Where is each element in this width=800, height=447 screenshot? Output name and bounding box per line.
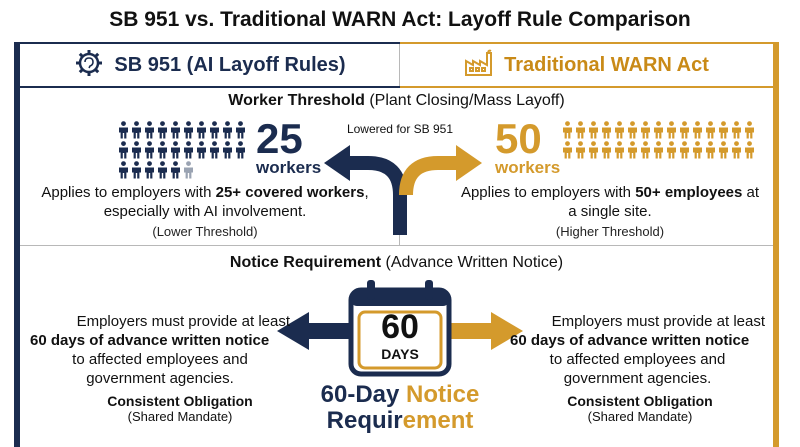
left-threshold-unit: workers: [256, 158, 322, 177]
top-divider-gold: [400, 42, 773, 44]
person-icon: [119, 141, 128, 159]
person-icon: [680, 121, 689, 139]
person-icon: [119, 161, 128, 179]
section-divider: [20, 245, 773, 246]
person-icon: [171, 161, 180, 179]
person-icon: [680, 141, 689, 159]
right-threshold-note: (Higher Threshold): [555, 224, 665, 239]
warn-header-label: Traditional WARN Act: [504, 53, 709, 76]
split-arrow: [324, 145, 482, 235]
person-icon: [171, 141, 180, 159]
person-icon: [210, 141, 219, 159]
person-icon: [171, 121, 180, 139]
top-divider: [20, 42, 773, 44]
right-notice-desc: Employers must provide at least 60 days …: [510, 313, 765, 387]
person-icon: [732, 141, 741, 159]
person-icon: [576, 121, 585, 139]
person-icon: [158, 161, 167, 179]
threshold-title-bold: Worker Threshold: [228, 92, 365, 109]
person-icon: [132, 161, 141, 179]
notice-title: Notice Requirement (Advance Written Noti…: [20, 254, 773, 272]
person-icon: [145, 121, 154, 139]
left-threshold-number: 25: [256, 115, 303, 162]
notice-label: 60-Day Notice Requirement: [320, 381, 480, 434]
right-notice-footer: Consistent Obligation (Shared Mandate): [567, 393, 713, 424]
person-icon: [119, 121, 128, 139]
person-icon: [706, 141, 715, 159]
person-icon: [602, 121, 611, 139]
header-divider-gold: [400, 86, 773, 88]
person-icon: [745, 121, 754, 139]
person-icon: [667, 141, 676, 159]
person-icon: [236, 141, 245, 159]
person-icon: [158, 121, 167, 139]
calendar-unit: DAYS: [381, 346, 419, 362]
people-right-group: [562, 121, 762, 159]
person-icon: [223, 121, 232, 139]
warn-header: Traditional WARN Act: [400, 44, 773, 86]
person-icon: [158, 141, 167, 159]
person-icon: [615, 141, 624, 159]
person-icon: [693, 141, 702, 159]
threshold-title: Worker Threshold (Plant Closing/Mass Lay…: [20, 92, 773, 110]
calendar-number: 60: [381, 308, 419, 346]
left-accent-bar: [14, 42, 20, 447]
left-notice-desc: Employers must provide at least 60 days …: [30, 313, 290, 387]
person-icon: [628, 121, 637, 139]
arrow-label: Lowered for SB 951: [346, 122, 454, 136]
person-icon: [576, 141, 585, 159]
calendar-icon: [348, 280, 452, 377]
person-icon: [210, 121, 219, 139]
notice-title-rest: (Advance Written Notice): [381, 254, 564, 271]
header-divider: [20, 86, 773, 88]
person-icon: [641, 141, 650, 159]
gear-brain-icon: [74, 48, 104, 83]
right-threshold-desc: Applies to employers with 50+ employees …: [460, 184, 760, 220]
person-icon: [184, 161, 193, 179]
left-threshold-desc: Applies to employers with 25+ covered wo…: [41, 184, 369, 220]
person-icon: [197, 121, 206, 139]
person-icon: [223, 141, 232, 159]
person-icon: [145, 141, 154, 159]
person-icon: [615, 121, 624, 139]
threshold-title-rest: (Plant Closing/Mass Layoff): [364, 92, 565, 109]
person-icon: [184, 141, 193, 159]
notice-title-bold: Notice Requirement: [229, 254, 382, 271]
person-icon: [132, 121, 141, 139]
person-icon: [628, 141, 637, 159]
person-icon: [745, 141, 754, 159]
person-icon: [602, 141, 611, 159]
right-threshold-unit: workers: [495, 158, 561, 177]
page-title: SB 951 vs. Traditional WARN Act: Layoff …: [109, 8, 691, 31]
person-icon: [589, 141, 598, 159]
person-icon: [563, 141, 572, 159]
person-icon: [145, 161, 154, 179]
left-threshold-note: (Lower Threshold): [152, 224, 258, 239]
person-icon: [641, 121, 650, 139]
person-icon: [654, 141, 663, 159]
people-left-group: [118, 121, 248, 179]
person-icon: [563, 121, 572, 139]
right-accent-bar: [773, 42, 779, 447]
person-icon: [197, 141, 206, 159]
person-icon: [719, 141, 728, 159]
person-icon: [667, 121, 676, 139]
header-split: [399, 44, 400, 86]
person-icon: [706, 121, 715, 139]
left-notice-footer: Consistent Obligation (Shared Mandate): [107, 393, 253, 424]
sb951-header: SB 951 (AI Layoff Rules): [20, 44, 400, 86]
person-icon: [589, 121, 598, 139]
person-icon: [732, 121, 741, 139]
person-icon: [654, 121, 663, 139]
person-icon: [693, 121, 702, 139]
person-icon: [184, 121, 193, 139]
person-icon: [719, 121, 728, 139]
factory-icon: [464, 49, 494, 82]
person-icon: [132, 141, 141, 159]
right-threshold-number: 50: [495, 115, 542, 162]
sb951-header-label: SB 951 (AI Layoff Rules): [114, 53, 346, 76]
person-icon: [236, 121, 245, 139]
